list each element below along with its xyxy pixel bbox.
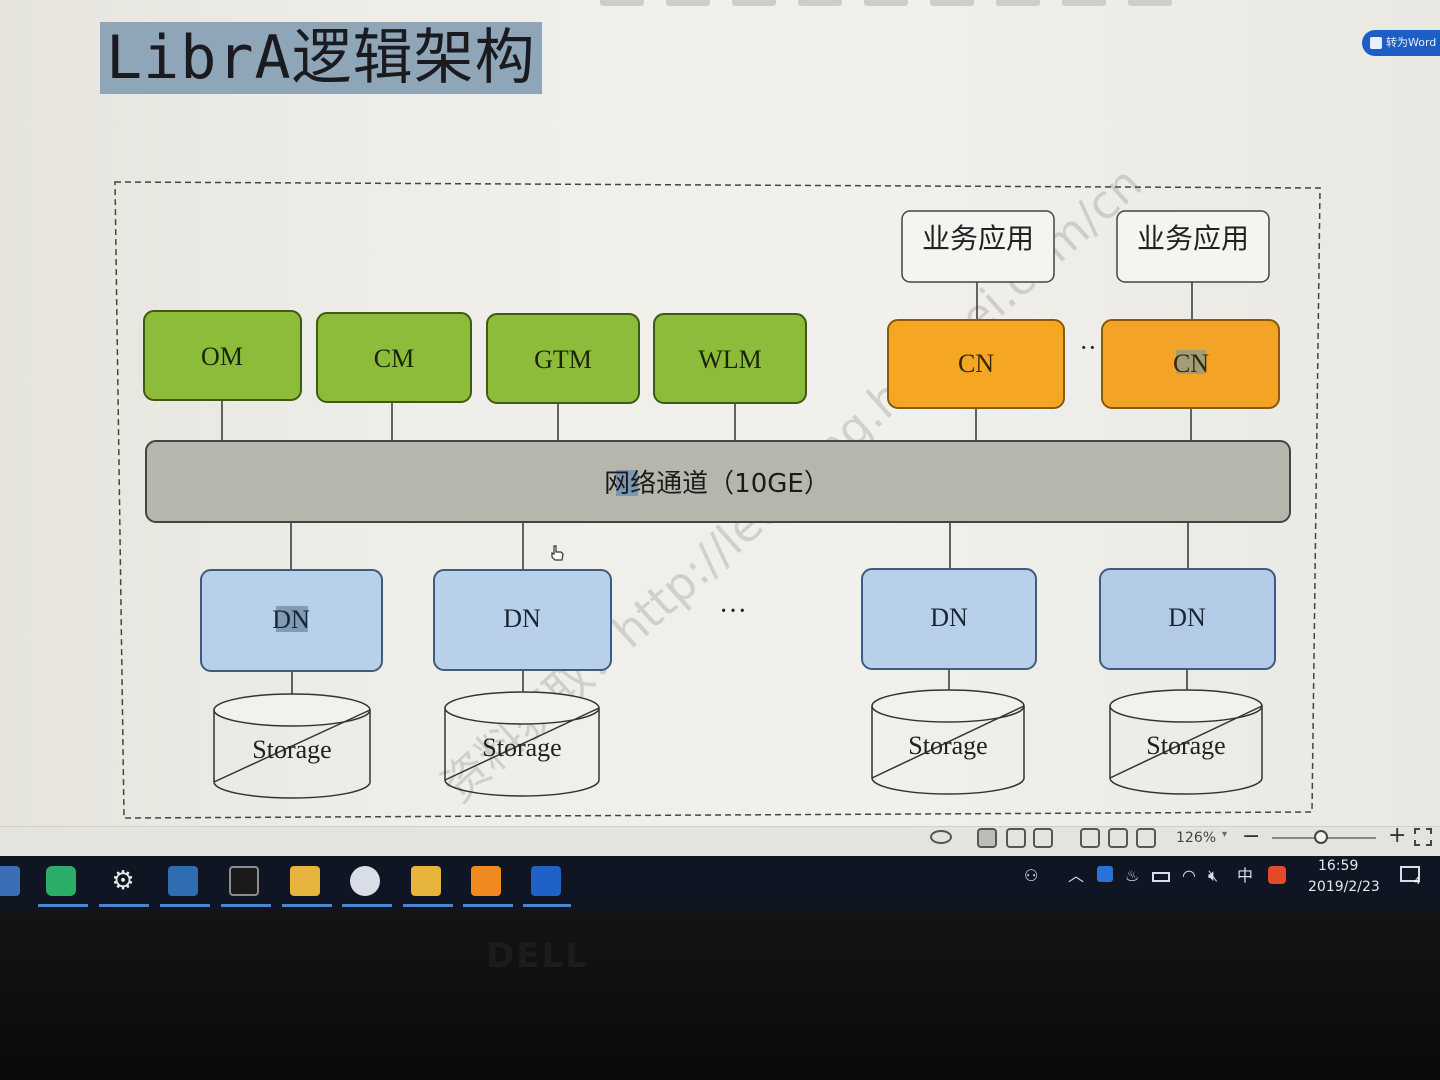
control-panel-icon[interactable] — [168, 866, 198, 896]
zoom-out-button[interactable]: − — [1242, 824, 1261, 849]
business-app-label-2: 业务应用 — [1137, 222, 1249, 255]
help-app-icon[interactable] — [290, 866, 320, 896]
avatar-app-icon[interactable] — [350, 866, 380, 896]
data-node-label-2: DN — [503, 604, 541, 633]
monitor-brand-logo: DELL — [486, 936, 589, 976]
coordinator-node-2: CN — [1101, 319, 1280, 409]
settings-gear-icon[interactable]: ⚙ — [111, 866, 135, 896]
fullscreen-icon[interactable] — [1414, 828, 1432, 846]
wifi-icon[interactable]: ◠ — [1182, 866, 1196, 885]
clock-date[interactable]: 2019/2/23 — [1308, 879, 1380, 895]
work-app-icon[interactable] — [531, 866, 561, 896]
storage-label-2: Storage — [482, 733, 561, 762]
input-method-indicator[interactable]: 中 — [1237, 866, 1254, 885]
word-icon — [1370, 37, 1382, 49]
page-title: LibrA逻辑架构 — [100, 22, 542, 94]
storage-label-3: Storage — [908, 731, 987, 760]
diagram-frame — [114, 181, 1321, 819]
view-page-icon[interactable] — [1006, 828, 1026, 848]
battery-icon[interactable] — [1152, 872, 1170, 882]
terminal-icon[interactable] — [229, 866, 259, 896]
zoom-level[interactable]: 126% — [1176, 830, 1217, 846]
network-bus: 网络通道（10GE） — [145, 440, 1291, 523]
data-node-4: DN — [1099, 568, 1276, 670]
tray-app-icon[interactable]: ♨ — [1125, 866, 1140, 885]
data-node-ellipsis: ··· — [719, 596, 747, 627]
convert-to-word-label: 转为Word — [1386, 36, 1437, 49]
show-hidden-icons-chevron-up-icon[interactable]: ︿ — [1068, 866, 1085, 885]
document-status-bar — [0, 826, 1440, 857]
management-node-om: OM — [143, 310, 302, 401]
actual-size-icon[interactable] — [1080, 828, 1100, 848]
data-node-2: DN — [433, 569, 612, 671]
convert-to-word-button[interactable]: 转为Word — [1362, 30, 1440, 56]
volume-muted-icon[interactable]: 🔇︎ — [1208, 866, 1219, 885]
management-node-label-cm: CM — [374, 344, 414, 373]
data-node-label-4: DN — [1168, 603, 1206, 632]
view-web-icon[interactable] — [977, 828, 997, 848]
management-node-label-gtm: GTM — [534, 345, 592, 374]
zoom-in-button[interactable]: + — [1388, 823, 1407, 848]
view-double-page-icon[interactable] — [1033, 828, 1053, 848]
storage-label-4: Storage — [1146, 731, 1225, 760]
data-node-3: DN — [861, 568, 1037, 670]
coordinator-node-label-2: CN — [1173, 349, 1209, 378]
management-node-label-wlm: WLM — [698, 345, 762, 374]
data-node-label-1: DN — [272, 605, 310, 634]
business-app-box-1: 业务应用 — [901, 210, 1055, 283]
architecture-diagram: 资料获取：http://learning.huawei.com/cn — [114, 181, 1321, 819]
coordinator-ellipsis: ·· — [1079, 333, 1096, 362]
fit-width-icon[interactable] — [1136, 828, 1156, 848]
tray-app-blue-icon[interactable] — [1097, 866, 1113, 882]
zoom-slider-thumb[interactable] — [1314, 830, 1328, 844]
coordinator-node-1: CN — [887, 319, 1065, 409]
storage-cylinder-1: Storage — [213, 693, 371, 799]
management-node-gtm: GTM — [486, 313, 640, 404]
people-icon[interactable]: ⚇ — [1024, 866, 1039, 885]
windows-taskbar — [0, 856, 1440, 910]
read-mode-eye-icon[interactable] — [930, 830, 952, 844]
storage-label-1: Storage — [252, 735, 331, 764]
management-node-wlm: WLM — [653, 313, 807, 404]
toolbar-remnant — [600, 0, 1320, 6]
business-app-label-1: 业务应用 — [922, 222, 1034, 255]
wechat-icon[interactable] — [46, 866, 76, 896]
data-node-label-3: DN — [930, 603, 968, 632]
business-app-box-2: 业务应用 — [1116, 210, 1270, 283]
coordinator-node-label-1: CN — [958, 349, 994, 378]
help-app-2-icon[interactable] — [411, 866, 441, 896]
network-label: 网络通道（10GE） — [604, 469, 830, 499]
notification-count: 4 — [1414, 876, 1421, 887]
clock-time[interactable]: 16:59 — [1318, 858, 1359, 874]
storage-cylinder-2: Storage — [444, 691, 600, 797]
slide-page: LibrA逻辑架构 转为Word 资料获取：http://learning.hu… — [0, 0, 1440, 826]
storage-cylinder-4: Storage — [1109, 689, 1263, 795]
management-node-cm: CM — [316, 312, 472, 403]
connectors — [221, 282, 1193, 694]
screen: LibrA逻辑架构 转为Word 资料获取：http://learning.hu… — [0, 0, 1440, 910]
storage-cylinder-3: Storage — [871, 689, 1025, 795]
sogou-ime-icon[interactable] — [1268, 866, 1286, 884]
pdf-reader-icon[interactable] — [471, 866, 501, 896]
fit-page-icon[interactable] — [1108, 828, 1128, 848]
data-node-1: DN — [200, 569, 383, 672]
hand-cursor-icon — [551, 545, 564, 561]
monitor-bezel — [0, 910, 1440, 1080]
taskbar-app-partial-icon[interactable] — [0, 866, 20, 896]
action-center-icon[interactable] — [1400, 866, 1420, 882]
management-node-label-om: OM — [201, 342, 243, 371]
zoom-dropdown-icon[interactable]: ▾ — [1222, 829, 1228, 840]
